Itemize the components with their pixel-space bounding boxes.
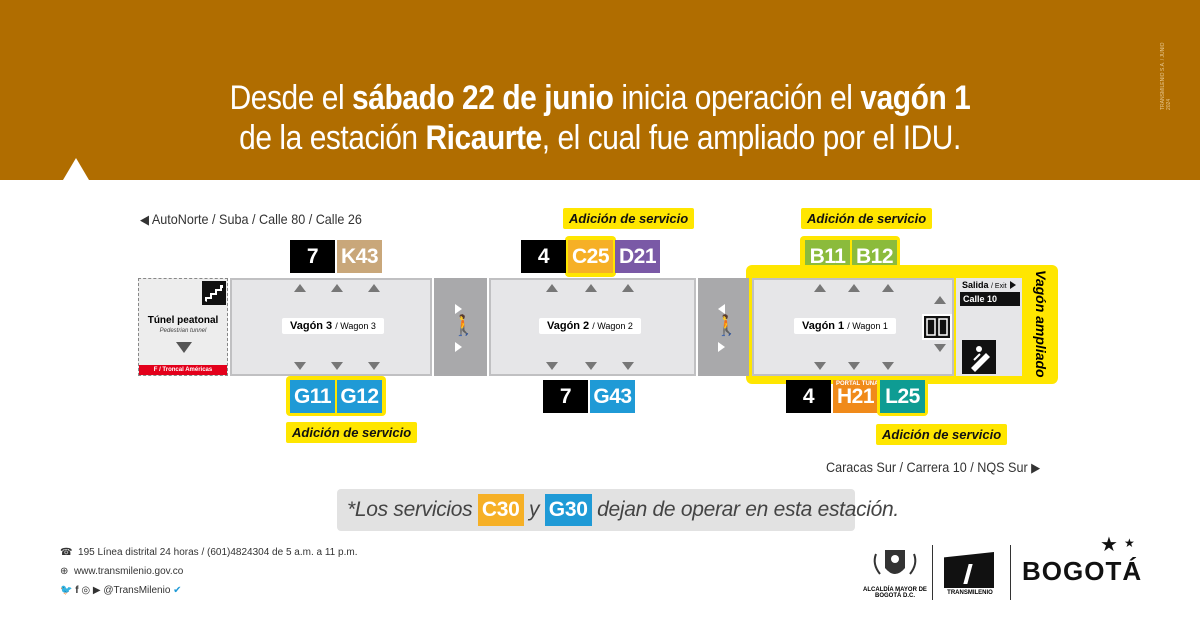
wagon-3-platform[interactable]: Vagón 3 / Wagon 3 [230, 278, 432, 376]
right-arrow-icon [455, 304, 462, 314]
route-c30[interactable]: C30 [477, 494, 524, 527]
door-up-icon [331, 284, 343, 292]
direction-south: Caracas Sur / Carrera 10 / NQS Sur ▶ [826, 459, 1041, 475]
facebook-icon[interactable]: f [75, 585, 79, 596]
portal-tunal-tag: PORTAL TUNAL [836, 381, 883, 387]
headline-line-2: de la estación Ricaurte, el cual fue amp… [239, 119, 961, 157]
star-icon: ★ [1100, 534, 1118, 556]
door-down-icon [934, 344, 946, 352]
twitter-icon[interactable]: 🐦 [60, 585, 73, 596]
wagon-3-label: Vagón 3 / Wagon 3 [282, 318, 384, 334]
pedestrian-icon: 🚶 [451, 315, 476, 337]
door-up-icon [622, 284, 634, 292]
door-down-icon [331, 362, 343, 370]
phone-line: ☎ 195 Línea distrital 24 horas / (601)48… [60, 547, 358, 558]
wagon-2-platform[interactable]: Vagón 2 / Wagon 2 [489, 278, 696, 376]
door-up-icon [814, 284, 826, 292]
route-7[interactable]: 7 [290, 240, 335, 273]
left-arrow-icon [718, 304, 725, 314]
discontinued-services-notice: *Los servicios C30 y G30 dejan de operar… [337, 489, 899, 531]
social-line[interactable]: 🐦 f ◎ ▶ @TransMilenio ✔ [60, 585, 182, 596]
headline-line-1: Desde el sábado 22 de junio inicia opera… [229, 79, 971, 117]
instagram-icon[interactable]: ◎ [81, 585, 91, 596]
route-4[interactable]: 4 [786, 380, 831, 413]
street-label: Calle 10 [960, 292, 1020, 306]
door-down-icon [882, 362, 894, 370]
divider [932, 545, 933, 600]
door-down-icon [622, 362, 634, 370]
door-up-icon [294, 284, 306, 292]
coat-of-arms-icon [870, 544, 920, 584]
pedestrian-tunnel[interactable]: Túnel peatonal Pedestrian tunnel F / Tro… [138, 278, 228, 376]
crosswalk-2[interactable]: 🚶 [698, 278, 749, 376]
addition-label: Adición de servicio [801, 208, 933, 229]
right-arrow-icon [455, 342, 462, 352]
door-up-icon [934, 296, 946, 304]
route-h21[interactable]: H21 [833, 380, 878, 413]
left-arrow-icon: ◀ [140, 212, 149, 227]
bogota-logo-text: BOGOTÁ [1022, 556, 1143, 586]
door-up-icon [546, 284, 558, 292]
wagon-2-label: Vagón 2 / Wagon 2 [539, 318, 641, 334]
tunnel-subtitle: Pedestrian tunnel [159, 328, 207, 334]
side-code: TRANSMILENIO S.A. / JUNIO 2024 [1160, 42, 1172, 110]
route-7[interactable]: 7 [543, 380, 588, 413]
door-up-icon [368, 284, 380, 292]
stairs-icon [202, 281, 226, 305]
tunnel-title: Túnel peatonal [147, 315, 219, 326]
route-k43[interactable]: K43 [337, 240, 382, 273]
door-down-icon [848, 362, 860, 370]
pedestrian-icon: 🚶 [714, 315, 739, 337]
alcaldia-logo-text: ALCALDÍA MAYOR DE BOGOTÁ D.C. [863, 587, 927, 599]
web-line[interactable]: ⊕ www.transmilenio.gov.co [60, 566, 184, 577]
door-down-icon [546, 362, 558, 370]
door-up-icon [848, 284, 860, 292]
door-down-icon [814, 362, 826, 370]
door-up-icon [882, 284, 894, 292]
right-arrow-icon [718, 342, 725, 352]
globe-icon: ⊕ [60, 566, 69, 577]
headline: Desde el sábado 22 de junio inicia opera… [204, 78, 996, 158]
addition-label: Adición de servicio [286, 422, 418, 443]
exit-arrow-icon [1010, 281, 1016, 289]
header-banner [0, 0, 1200, 180]
addition-label: Adición de servicio [563, 208, 695, 229]
exit-label: Salida / Exit [962, 280, 1007, 290]
elevator-icon[interactable] [922, 314, 952, 340]
small-star-icon: ★ [1124, 536, 1135, 550]
route-g11[interactable]: G11 [290, 380, 335, 413]
wagon-1-platform[interactable]: Vagón 1 / Wagon 1 [752, 278, 954, 376]
transmilenio-logo-icon [944, 552, 994, 588]
youtube-icon[interactable]: ▶ [92, 585, 101, 596]
divider [1010, 545, 1011, 600]
route-g12[interactable]: G12 [337, 380, 382, 413]
header-notch [63, 158, 89, 180]
route-g30[interactable]: G30 [544, 494, 592, 527]
addition-label: Adición de servicio [876, 424, 1008, 445]
down-arrow-icon [176, 342, 192, 353]
route-l25[interactable]: L25 [880, 380, 925, 413]
phone-icon: ☎ [60, 547, 73, 558]
route-4[interactable]: 4 [521, 240, 566, 273]
vagon-ampliado-label: Vagón ampliado [1033, 270, 1049, 378]
transmilenio-logo-text: TRANSMILENIO [947, 590, 993, 596]
door-down-icon [294, 362, 306, 370]
door-down-icon [368, 362, 380, 370]
door-up-icon [585, 284, 597, 292]
wagon-1-label: Vagón 1 / Wagon 1 [794, 318, 896, 334]
route-d21[interactable]: D21 [615, 240, 660, 273]
door-down-icon [585, 362, 597, 370]
route-c25[interactable]: C25 [568, 240, 613, 273]
troncal-americas-label: F / Troncal Américas [139, 365, 227, 375]
direction-north: ◀ AutoNorte / Suba / Calle 80 / Calle 26 [140, 211, 362, 227]
ramp-icon[interactable] [962, 340, 996, 374]
right-arrow-icon: ▶ [1031, 460, 1041, 475]
route-g43[interactable]: G43 [590, 380, 635, 413]
verified-icon: ✔ [173, 585, 182, 596]
crosswalk-1[interactable]: 🚶 [434, 278, 487, 376]
